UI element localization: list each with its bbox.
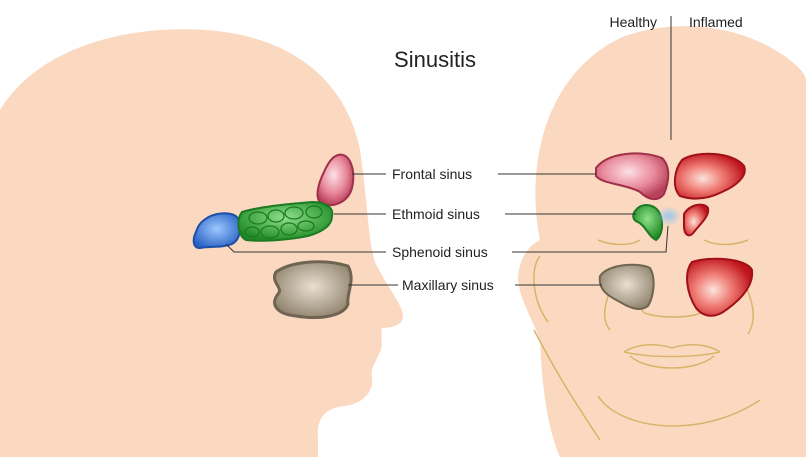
- label-ethmoid-sinus: Ethmoid sinus: [392, 206, 480, 222]
- front-face: [518, 26, 806, 457]
- profile-head: [0, 29, 403, 457]
- label-sphenoid-sinus: Sphenoid sinus: [392, 244, 488, 260]
- maxillary-sinus-profile: [274, 262, 351, 318]
- column-inflamed-label: Inflamed: [689, 14, 743, 30]
- sphenoid-sinus-front: [657, 206, 681, 226]
- label-maxillary-sinus: Maxillary sinus: [402, 277, 494, 293]
- diagram-title: Sinusitis: [394, 47, 476, 72]
- label-frontal-sinus: Frontal sinus: [392, 166, 472, 182]
- front-face-silhouette: [518, 26, 806, 457]
- column-healthy-label: Healthy: [610, 14, 657, 30]
